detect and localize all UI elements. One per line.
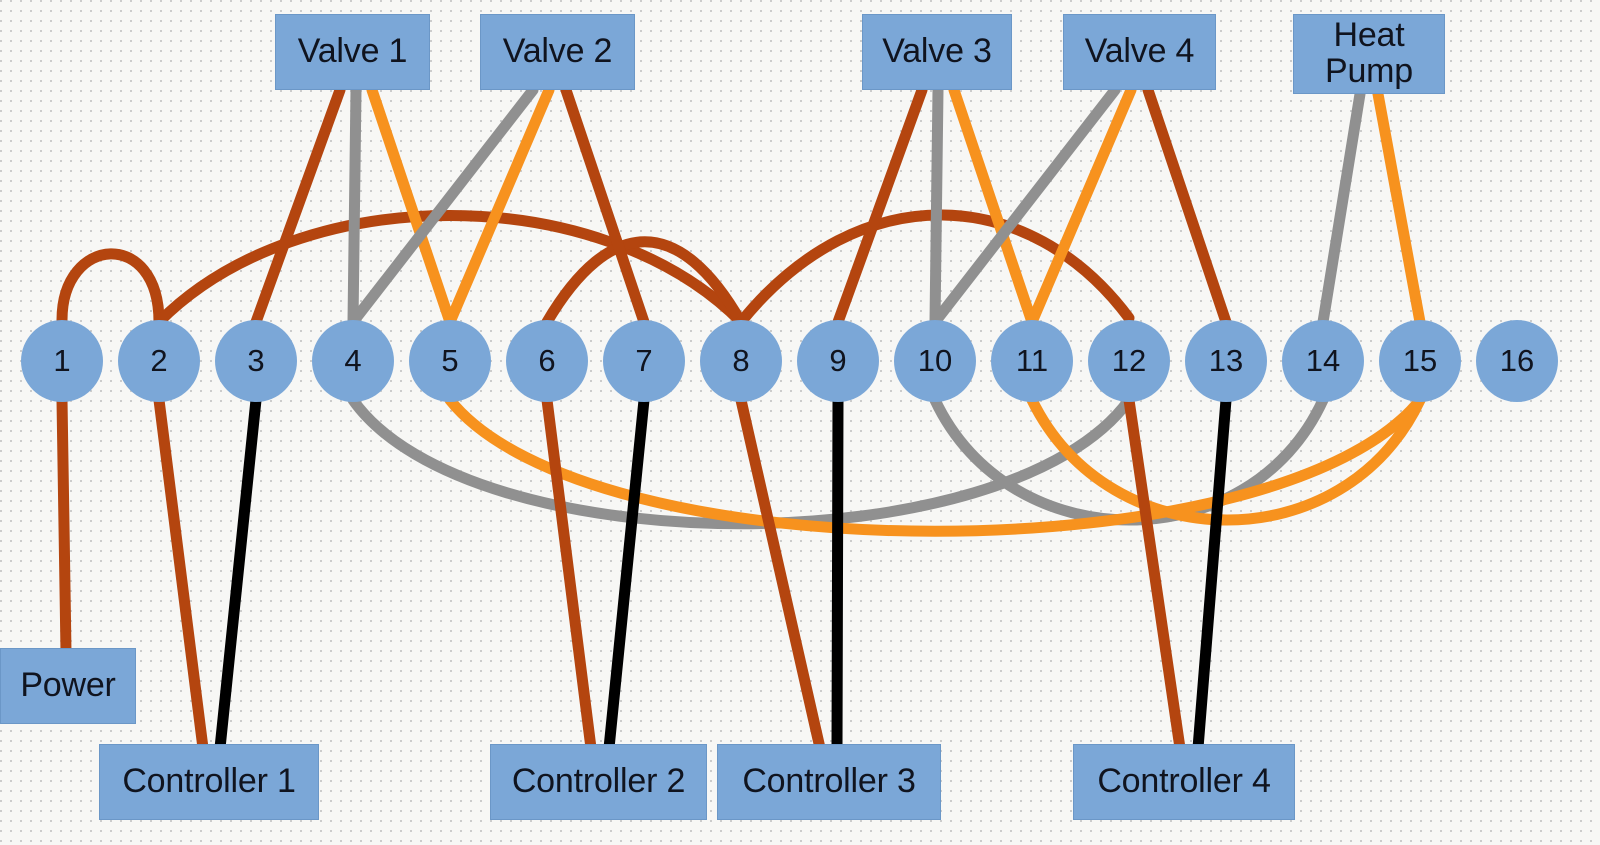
terminal-node-2-label: 2 bbox=[150, 343, 168, 378]
wire-node1-node2 bbox=[56, 248, 165, 328]
terminal-node-11-label: 11 bbox=[1015, 343, 1049, 378]
terminal-node-16[interactable]: 16 bbox=[1476, 320, 1558, 402]
terminal-node-3[interactable]: 3 bbox=[215, 320, 297, 402]
wire-node15-heatpump bbox=[1372, 88, 1426, 328]
terminal-node-4-label: 4 bbox=[344, 343, 362, 378]
terminal-node-9[interactable]: 9 bbox=[797, 320, 879, 402]
device-controller3[interactable]: Controller 3 bbox=[717, 744, 941, 820]
wire-node6-controller2 bbox=[541, 394, 597, 754]
wire-node4-valve1 bbox=[347, 84, 362, 328]
wire-node13-valve4 bbox=[1142, 84, 1232, 328]
device-controller4[interactable]: Controller 4 bbox=[1073, 744, 1295, 820]
terminal-node-15-label: 15 bbox=[1402, 343, 1438, 378]
wire-node1-power bbox=[56, 394, 72, 658]
terminal-node-12-label: 12 bbox=[1111, 343, 1147, 378]
device-valve2[interactable]: Valve 2 bbox=[480, 14, 635, 90]
terminal-node-6[interactable]: 6 bbox=[506, 320, 588, 402]
terminal-node-14-label: 14 bbox=[1305, 343, 1341, 378]
wire-node11-valve3 bbox=[948, 84, 1038, 328]
terminal-node-3-label: 3 bbox=[247, 343, 265, 378]
terminal-node-8-label: 8 bbox=[732, 343, 750, 378]
wire-node7-controller2 bbox=[603, 394, 650, 754]
wire-node10-valve4 bbox=[929, 84, 1121, 328]
device-controller1[interactable]: Controller 1 bbox=[99, 744, 319, 820]
wire-node6-node8 bbox=[541, 236, 747, 328]
terminal-node-9-label: 9 bbox=[829, 343, 847, 378]
device-controller3-label: Controller 3 bbox=[742, 762, 916, 801]
wire-node4-valve2 bbox=[347, 84, 539, 328]
terminal-node-7[interactable]: 7 bbox=[603, 320, 685, 402]
terminal-node-10-label: 10 bbox=[917, 343, 953, 378]
terminal-node-5-label: 5 bbox=[441, 343, 459, 378]
wire-node11-node15 bbox=[1026, 394, 1426, 526]
wire-node2-node8 bbox=[153, 210, 747, 328]
terminal-node-11[interactable]: 11 bbox=[991, 320, 1073, 402]
wire-node10-valve3 bbox=[929, 84, 944, 328]
terminal-node-7-label: 7 bbox=[635, 343, 653, 378]
device-valve3[interactable]: Valve 3 bbox=[862, 14, 1012, 90]
wire-node13-controller4 bbox=[1192, 394, 1232, 754]
wire-node5-valve1 bbox=[366, 84, 456, 328]
device-heat-pump-label: Heat Pump bbox=[1324, 16, 1414, 90]
device-valve4[interactable]: Valve 4 bbox=[1063, 14, 1216, 90]
device-controller2[interactable]: Controller 2 bbox=[490, 744, 707, 820]
wire-node8-node12 bbox=[735, 209, 1135, 328]
terminal-node-13[interactable]: 13 bbox=[1185, 320, 1267, 402]
device-valve4-label: Valve 4 bbox=[1084, 32, 1195, 71]
terminal-node-4[interactable]: 4 bbox=[312, 320, 394, 402]
wire-node14-heatpump bbox=[1317, 88, 1366, 328]
device-controller4-label: Controller 4 bbox=[1097, 762, 1271, 801]
wire-node11-valve4 bbox=[1026, 84, 1137, 328]
terminal-node-15[interactable]: 15 bbox=[1379, 320, 1461, 402]
wire-node5-node15 bbox=[444, 394, 1426, 537]
terminal-node-12[interactable]: 12 bbox=[1088, 320, 1170, 402]
wire-node9-valve3 bbox=[832, 84, 928, 328]
wire-node5-valve2 bbox=[444, 84, 555, 328]
wire-node2-controller1 bbox=[153, 394, 209, 754]
wire-node3-valve1 bbox=[250, 84, 346, 328]
device-controller1-label: Controller 1 bbox=[122, 762, 296, 801]
wire-node7-valve2 bbox=[560, 84, 650, 328]
device-heat-pump[interactable]: Heat Pump bbox=[1293, 14, 1445, 94]
device-power-label: Power bbox=[20, 666, 116, 705]
terminal-node-6-label: 6 bbox=[538, 343, 556, 378]
terminal-node-8[interactable]: 8 bbox=[700, 320, 782, 402]
wire-node8-controller3 bbox=[735, 394, 826, 754]
wire-node4-node12 bbox=[347, 394, 1135, 530]
device-valve2-label: Valve 2 bbox=[502, 32, 613, 71]
terminal-node-2[interactable]: 2 bbox=[118, 320, 200, 402]
terminal-node-13-label: 13 bbox=[1208, 343, 1244, 378]
terminal-node-10[interactable]: 10 bbox=[894, 320, 976, 402]
device-controller2-label: Controller 2 bbox=[511, 762, 686, 801]
wire-node3-controller1 bbox=[214, 394, 262, 754]
wire-node9-controller3 bbox=[831, 394, 844, 754]
terminal-node-1[interactable]: 1 bbox=[21, 320, 103, 402]
terminal-node-14[interactable]: 14 bbox=[1282, 320, 1364, 402]
device-power[interactable]: Power bbox=[0, 648, 136, 724]
device-valve1-label: Valve 1 bbox=[297, 32, 408, 71]
terminal-node-1-label: 1 bbox=[53, 343, 71, 378]
device-valve3-label: Valve 3 bbox=[882, 32, 992, 71]
wire-node12-controller4 bbox=[1123, 394, 1186, 754]
terminal-node-16-label: 16 bbox=[1499, 343, 1535, 378]
terminal-node-5[interactable]: 5 bbox=[409, 320, 491, 402]
device-valve1[interactable]: Valve 1 bbox=[275, 14, 430, 90]
